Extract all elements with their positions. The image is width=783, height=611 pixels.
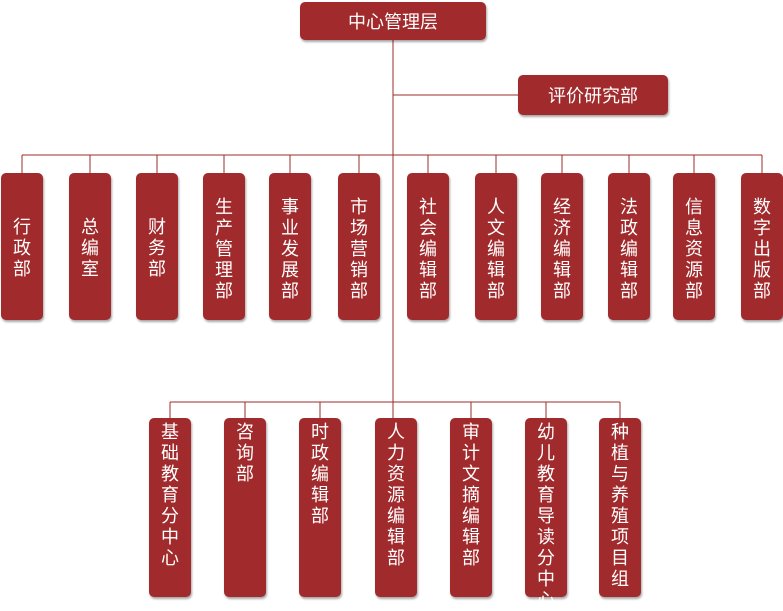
row1-node: 数字出版部 xyxy=(741,173,783,320)
root-label: 中心管理层 xyxy=(348,12,438,33)
row1-label: 人文编辑部 xyxy=(487,197,505,302)
row1-node: 生产管理部 xyxy=(203,173,245,320)
row1-node: 总编室 xyxy=(69,173,111,320)
row2-label: 种植与养殖项目组 xyxy=(611,422,629,590)
row2-node: 咨询部 xyxy=(224,418,266,597)
row1-label: 信息资源部 xyxy=(685,197,703,302)
row1-node: 行政部 xyxy=(1,173,43,320)
row1-label: 财务部 xyxy=(148,217,166,280)
row1-label: 社会编辑部 xyxy=(419,197,437,302)
row1-node: 信息资源部 xyxy=(673,173,715,320)
row1-label: 市场营销部 xyxy=(350,197,368,302)
row1-node: 法政编辑部 xyxy=(608,173,650,320)
row1-node: 财务部 xyxy=(136,173,178,320)
row2-node: 人力资源编辑部 xyxy=(375,418,417,597)
row1-node: 社会编辑部 xyxy=(407,173,449,320)
row1-label: 数字出版部 xyxy=(753,197,771,302)
row2-label: 咨询部 xyxy=(236,422,254,485)
row2-label: 审计文摘编辑部 xyxy=(462,422,480,569)
row1-label: 生产管理部 xyxy=(215,197,233,302)
row1-node: 市场营销部 xyxy=(338,173,380,320)
row2-label: 幼儿教育导读分中心 xyxy=(537,422,555,611)
row2-label: 人力资源编辑部 xyxy=(387,422,405,569)
side-node: 评价研究部 xyxy=(518,75,668,115)
row2-node: 幼儿教育导读分中心 xyxy=(525,418,567,611)
row2-node: 审计文摘编辑部 xyxy=(450,418,492,597)
row2-node: 基础教育分中心 xyxy=(149,418,191,597)
row1-label: 经济编辑部 xyxy=(553,197,571,302)
row2-node: 时政编辑部 xyxy=(299,418,341,597)
row1-node: 经济编辑部 xyxy=(541,173,583,320)
row1-label: 法政编辑部 xyxy=(620,197,638,302)
row1-label: 事业发展部 xyxy=(281,197,299,302)
row1-label: 总编室 xyxy=(81,217,99,280)
row1-node: 事业发展部 xyxy=(269,173,311,320)
root-node: 中心管理层 xyxy=(300,2,486,40)
row2-label: 基础教育分中心 xyxy=(161,422,179,569)
side-label: 评价研究部 xyxy=(548,86,638,107)
row1-node: 人文编辑部 xyxy=(475,173,517,320)
row2-label: 时政编辑部 xyxy=(311,422,329,527)
row2-node: 种植与养殖项目组 xyxy=(599,418,641,597)
row1-label: 行政部 xyxy=(13,217,31,280)
